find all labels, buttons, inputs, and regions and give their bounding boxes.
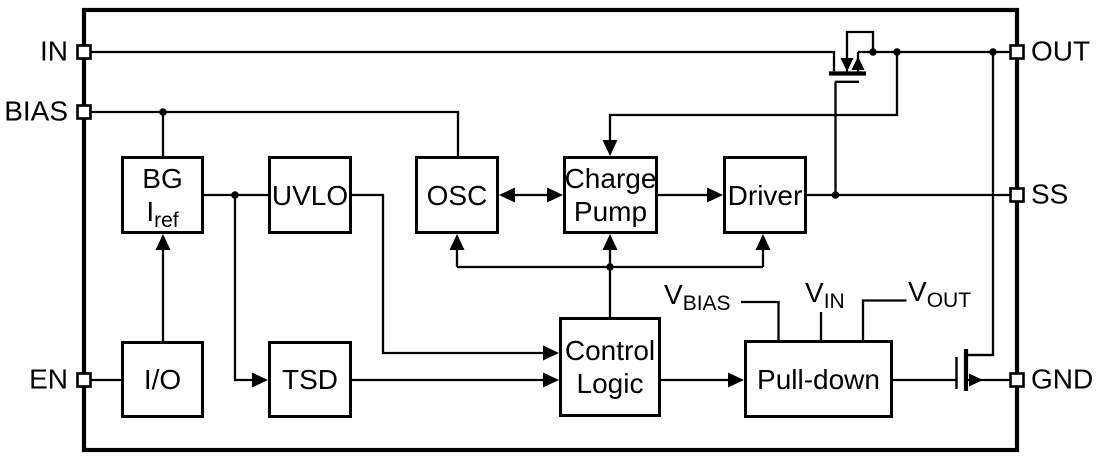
junction-dot [231,191,239,199]
arrow-into-chargepump-bottom-icon [602,234,618,250]
block-osc: OSC [415,156,499,234]
bias-net-wire [91,110,460,156]
pin-square-gnd [1009,372,1025,388]
iref-main-text: I [146,196,155,227]
vout-sense-wire [861,299,907,340]
block-control-logic: Control Logic [559,317,661,417]
vin-sub-text: IN [823,289,845,313]
bg-uvlo-tsd-wire [204,193,268,382]
arrow-uvlo-into-control-icon [543,345,559,361]
vin-main-text: V [805,277,824,308]
pin-label-in: IN [40,35,68,67]
arrow-into-chargepump-top-icon [602,140,618,156]
block-charge-pump-label-line1: Charge [564,163,657,194]
pin-square-ss [1009,187,1025,203]
driver-gate-ss-wire [807,81,1010,197]
pass-fet-body-arrow-up-icon [851,56,865,70]
junction-dot [831,191,840,199]
arrowheads [155,140,771,388]
device-boundary [81,7,1020,453]
nets [91,30,1010,382]
arrow-into-driver-bottom-icon [755,234,771,250]
pass-fet-symbol [829,56,866,83]
block-osc-label: OSC [426,179,488,211]
arrow-into-osc-bottom-icon [449,234,465,250]
signal-label-vout: VOUT [908,276,971,311]
iref-sub-text: ref [154,208,179,232]
vout-sub-text: OUT [926,288,972,312]
block-uvlo-label: UVLO [271,179,349,211]
arrow-into-pulldown-icon [728,372,744,388]
pulldown-fet-symbol [955,349,993,391]
pin-square-in [76,44,92,60]
arrow-into-driver-icon [707,187,723,203]
pulldown-fet-source-arrow-icon [969,373,983,387]
pin-label-ss: SS [1031,178,1069,210]
junction-dot [893,48,901,56]
vbias-sense-wire [741,300,780,340]
pin-label-en: EN [29,363,68,395]
block-uvlo: UVLO [268,156,352,234]
block-driver-label: Driver [727,179,803,211]
junction-dot [159,108,167,116]
block-tsd-label: TSD [282,364,338,395]
chargepump-feed-wire [608,52,899,141]
in-net-wire [91,50,836,72]
block-bandgap-label-line1: BG [142,163,183,194]
signal-label-vbias: VBIAS [664,279,731,314]
arrow-into-tsd-icon [252,372,268,388]
vout-main-text: V [908,276,927,307]
block-bandgap-iref: BG Iref [121,156,204,234]
block-driver: Driver [723,156,807,234]
block-pull-down: Pull-down [744,340,893,418]
arrow-into-osc-right-icon [499,187,515,203]
pin-square-out [1009,44,1025,60]
arrow-io-into-bg-icon [155,234,171,250]
pin-label-out: OUT [1031,35,1091,67]
block-bandgap-label-line2: Iref [146,195,178,231]
signal-label-vin: VIN [805,277,845,312]
block-io: I/O [121,341,204,418]
uvlo-to-control-wire [352,193,545,355]
pin-terminals [76,44,1025,388]
block-charge-pump: Charge Pump [563,156,658,234]
block-io-label: I/O [143,364,182,395]
pin-square-en [76,372,92,388]
block-control-logic-label-line1: Control [564,335,656,366]
pin-label-gnd: GND [1031,363,1094,395]
block-charge-pump-label-line2: Pump [573,196,648,227]
block-tsd: TSD [268,341,352,418]
vbias-sub-text: BIAS [682,291,731,315]
vbias-main-text: V [664,279,683,310]
arrow-into-chargepump-left-icon [547,187,563,203]
block-pull-down-label: Pull-down [757,363,880,395]
junction-dots [159,48,997,271]
block-control-logic-label-line2: Logic [576,368,644,399]
arrow-tsd-into-control-icon [543,372,559,388]
pin-square-bias [76,104,92,120]
junction-dot [869,48,877,56]
pin-label-bias: BIAS [4,95,68,127]
pass-fet-body-arrow-down-icon [840,58,854,72]
junction-dot [989,48,997,56]
junction-dot [606,263,614,271]
